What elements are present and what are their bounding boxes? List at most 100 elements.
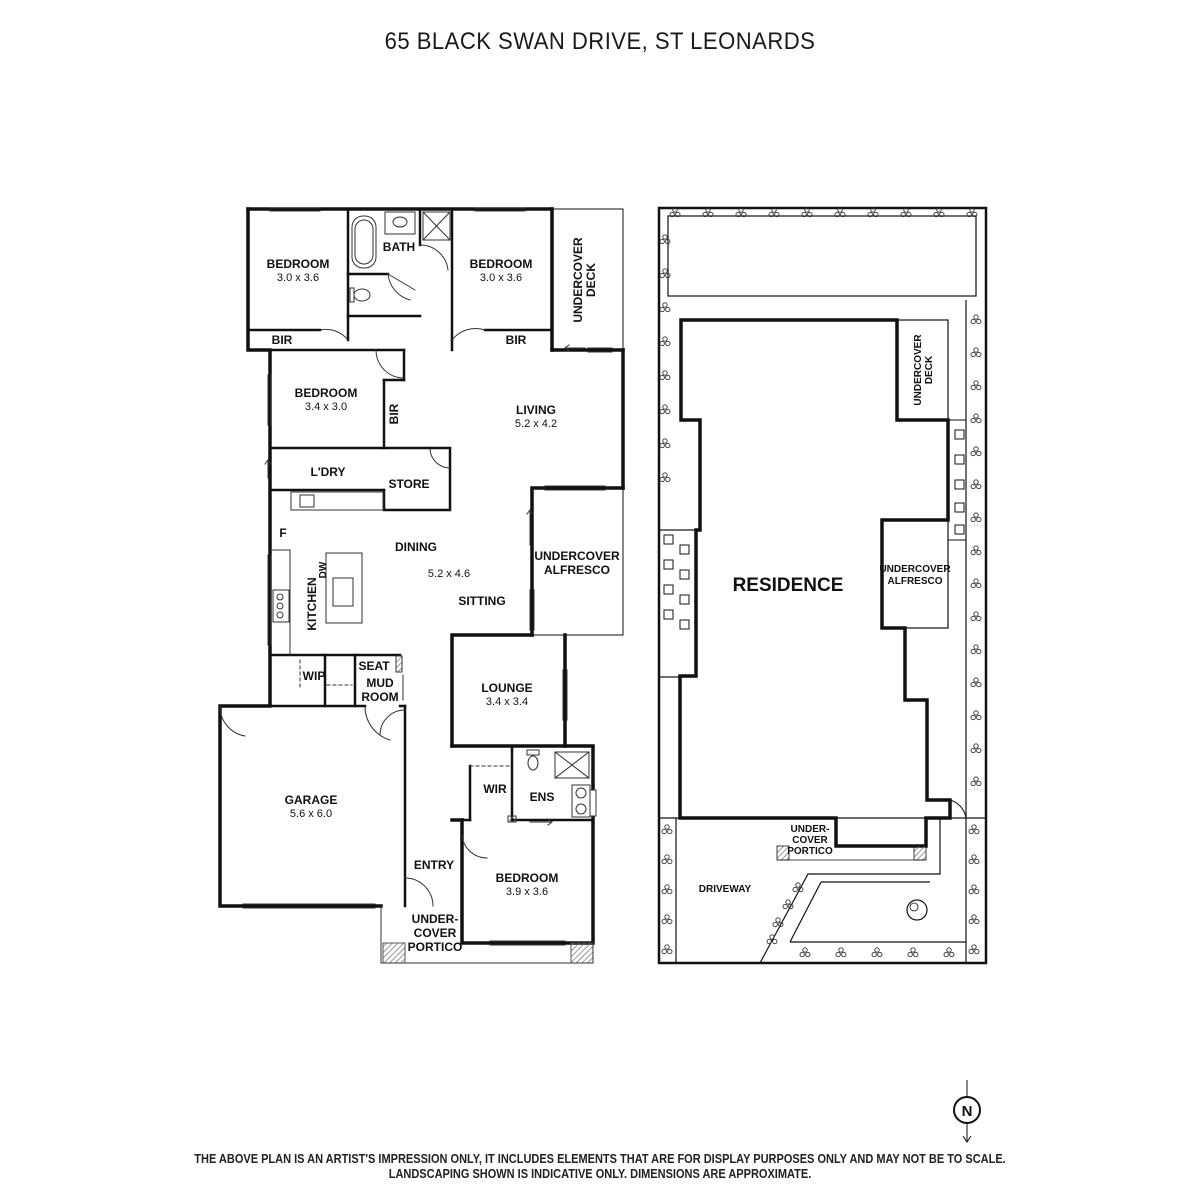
plant-icon bbox=[799, 947, 811, 958]
room-label: BIR bbox=[272, 333, 293, 347]
floor-plan bbox=[218, 207, 625, 964]
plant-icon bbox=[970, 413, 982, 424]
room-label: STORE bbox=[388, 477, 429, 491]
room-dims: 3.0 x 3.6 bbox=[277, 272, 319, 284]
plant-icon bbox=[766, 934, 778, 945]
room-label: ENS bbox=[530, 790, 555, 804]
plant-icon bbox=[968, 914, 980, 925]
room-label: COVER bbox=[414, 926, 457, 940]
room-dims: 3.0 x 3.6 bbox=[480, 272, 522, 284]
plant-icon bbox=[970, 314, 982, 325]
plant-icon bbox=[907, 947, 919, 958]
plant-icon bbox=[970, 710, 982, 721]
plant-icon bbox=[970, 776, 982, 787]
room-label: F bbox=[279, 526, 286, 540]
room-label: SEAT bbox=[358, 659, 390, 673]
dishwasher-label: DW bbox=[318, 561, 329, 578]
room-label: MUD bbox=[366, 676, 394, 690]
site-alfresco-label: ALFRESCO bbox=[888, 576, 943, 587]
site-portico-label: COVER bbox=[792, 835, 828, 846]
plant-icon bbox=[970, 611, 982, 622]
plant-icon bbox=[835, 947, 847, 958]
room-label: BEDROOM bbox=[267, 257, 330, 271]
tree-icon bbox=[906, 899, 928, 921]
room-label: PORTICO bbox=[408, 940, 463, 954]
plant-icon bbox=[659, 336, 671, 347]
room-dims: 3.9 x 3.6 bbox=[506, 886, 548, 898]
room-label: DECK bbox=[584, 263, 598, 297]
plant-icon bbox=[970, 347, 982, 358]
room-label: BEDROOM bbox=[470, 257, 533, 271]
plant-icon bbox=[970, 578, 982, 589]
plant-icon bbox=[968, 884, 980, 895]
room-label: UNDERCOVER bbox=[534, 549, 620, 563]
plant-icon bbox=[970, 545, 982, 556]
disclaimer-line-1: THE ABOVE PLAN IS AN ARTIST'S IMPRESSION… bbox=[194, 1152, 1006, 1166]
room-label: DINING bbox=[395, 540, 437, 554]
room-dims: 5.6 x 6.0 bbox=[290, 808, 332, 820]
plant-icon bbox=[943, 947, 955, 958]
plant-icon bbox=[792, 882, 804, 893]
room-label: BIR bbox=[387, 403, 401, 424]
plant-icon bbox=[661, 854, 673, 865]
plant-icon bbox=[968, 944, 980, 955]
site-deck-label: UNDERCOVER bbox=[913, 334, 924, 406]
room-label: WIR bbox=[483, 782, 507, 796]
plant-icon bbox=[782, 899, 794, 910]
plant-icon bbox=[659, 302, 671, 313]
plan-title: 65 BLACK SWAN DRIVE, ST LEONARDS bbox=[384, 28, 816, 55]
plant-icon bbox=[661, 884, 673, 895]
site-plan bbox=[657, 206, 988, 965]
plant-icon bbox=[659, 472, 671, 483]
room-label: GARAGE bbox=[285, 793, 338, 807]
room-label: WIP bbox=[303, 669, 326, 683]
rear-garden-bed bbox=[667, 215, 977, 297]
room-label: BEDROOM bbox=[496, 871, 559, 885]
floor-plan-labels: BEDROOM 3.0 x 3.6 BATH BEDROOM 3.0 x 3.6… bbox=[267, 237, 620, 954]
interior-walls bbox=[246, 207, 595, 908]
room-label: ENTRY bbox=[414, 858, 454, 872]
site-plan-labels: RESIDENCE UNDERCOVER DECK UNDERCOVER ALF… bbox=[699, 334, 952, 895]
site-portico-label: PORTICO bbox=[787, 846, 833, 857]
plant-icon bbox=[661, 824, 673, 835]
room-dims: 5.2 x 4.2 bbox=[515, 418, 557, 430]
room-dims: 3.4 x 3.0 bbox=[305, 401, 347, 413]
site-alfresco-label: UNDERCOVER bbox=[879, 564, 951, 575]
plant-icon bbox=[871, 947, 883, 958]
plant-icon bbox=[970, 479, 982, 490]
room-dims: 3.4 x 3.4 bbox=[486, 696, 528, 708]
plant-icon bbox=[970, 743, 982, 754]
room-label: SITTING bbox=[458, 594, 505, 608]
north-label: N bbox=[962, 1103, 973, 1120]
residence-label: RESIDENCE bbox=[733, 575, 844, 596]
plant-icon bbox=[968, 824, 980, 835]
room-label: L'DRY bbox=[310, 465, 345, 479]
plant-icon bbox=[970, 512, 982, 523]
site-portico-label: UNDER- bbox=[791, 824, 830, 835]
room-label: LOUNGE bbox=[481, 681, 532, 695]
room-label: BIR bbox=[506, 333, 527, 347]
plant-icon bbox=[970, 677, 982, 688]
plant-icon bbox=[659, 404, 671, 415]
room-label: UNDER- bbox=[412, 912, 459, 926]
site-deck-label: DECK bbox=[924, 355, 935, 384]
room-label: BATH bbox=[383, 240, 415, 254]
plant-icon bbox=[970, 446, 982, 457]
room-label: ROOM bbox=[361, 690, 398, 704]
plant-icon bbox=[659, 438, 671, 449]
plant-icon bbox=[970, 380, 982, 391]
plant-icon bbox=[661, 944, 673, 955]
plant-icon bbox=[661, 914, 673, 925]
room-label: UNDERCOVER bbox=[571, 237, 585, 323]
room-label: BEDROOM bbox=[295, 386, 358, 400]
room-label: LIVING bbox=[516, 403, 556, 417]
disclaimer: THE ABOVE PLAN IS AN ARTIST'S IMPRESSION… bbox=[72, 1152, 1128, 1182]
room-label: ALFRESCO bbox=[544, 563, 610, 577]
plant-icon bbox=[772, 917, 784, 928]
plant-icon bbox=[970, 644, 982, 655]
north-arrow-icon: N bbox=[953, 1080, 981, 1143]
driveway-label: DRIVEWAY bbox=[699, 884, 752, 895]
room-label: KITCHEN bbox=[305, 577, 319, 630]
room-dims: 5.2 x 4.6 bbox=[428, 568, 470, 580]
